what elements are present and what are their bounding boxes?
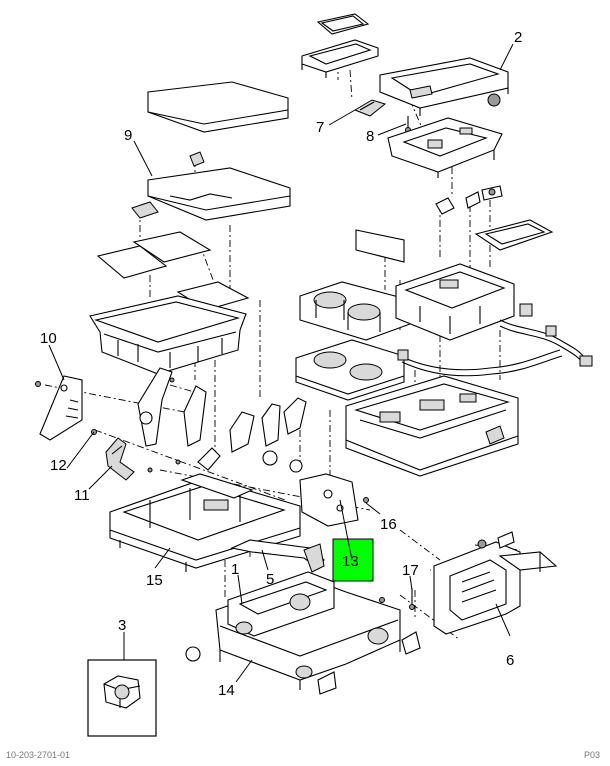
console-base-lower xyxy=(345,375,519,477)
part-3-inset-box xyxy=(87,659,157,737)
callout-6: 6 xyxy=(506,652,514,669)
callout-1: 1 xyxy=(231,561,239,578)
part-16-mount-plate xyxy=(299,473,369,527)
callout-17: 17 xyxy=(402,562,419,579)
part-15-console-frame xyxy=(109,473,301,572)
callout-13-highlight xyxy=(332,538,374,582)
callout-5: 5 xyxy=(266,571,274,588)
lid-upper-cover xyxy=(301,13,379,78)
part-11-strap xyxy=(105,437,135,481)
cup-holder-tray xyxy=(295,281,411,401)
callout-13: 13 xyxy=(342,553,359,570)
part-5-rod xyxy=(230,539,325,573)
part-6-rear-panel xyxy=(433,531,558,635)
part-7-latch xyxy=(353,99,387,117)
callout-15: 15 xyxy=(146,572,163,589)
drawing-id: 10-203-2701-01 xyxy=(6,750,70,760)
callout-11: 11 xyxy=(74,487,90,504)
page-code: P03 xyxy=(584,750,600,760)
leader-lines xyxy=(48,43,514,683)
part-14-console-side-panel xyxy=(185,571,421,695)
callout-3: 3 xyxy=(118,617,126,634)
callout-8: 8 xyxy=(366,128,374,145)
callout-10: 10 xyxy=(40,330,57,347)
part-10-side-bracket xyxy=(35,375,83,441)
callout-16: 16 xyxy=(380,516,397,533)
hinge-brackets xyxy=(137,367,307,473)
callout-2: 2 xyxy=(514,29,522,46)
console-trim-bezel xyxy=(395,263,515,341)
part-2-armrest-lid xyxy=(379,57,509,116)
callout-9: 9 xyxy=(124,127,132,144)
storage-bin xyxy=(89,295,247,375)
callout-12: 12 xyxy=(50,457,67,474)
part-17-screw xyxy=(409,588,415,610)
lid-hinge-plate xyxy=(387,117,503,178)
wiring-harness xyxy=(397,303,593,377)
part-8-screw xyxy=(405,116,411,133)
cup-holder-fittings xyxy=(435,185,503,215)
callout-14: 14 xyxy=(218,682,235,699)
callout-labels: 2 7 8 9 10 12 11 16 13 15 5 1 17 6 14 3 xyxy=(40,29,522,699)
callout-7: 7 xyxy=(316,119,324,136)
part-9-armrest-pad xyxy=(131,81,291,221)
